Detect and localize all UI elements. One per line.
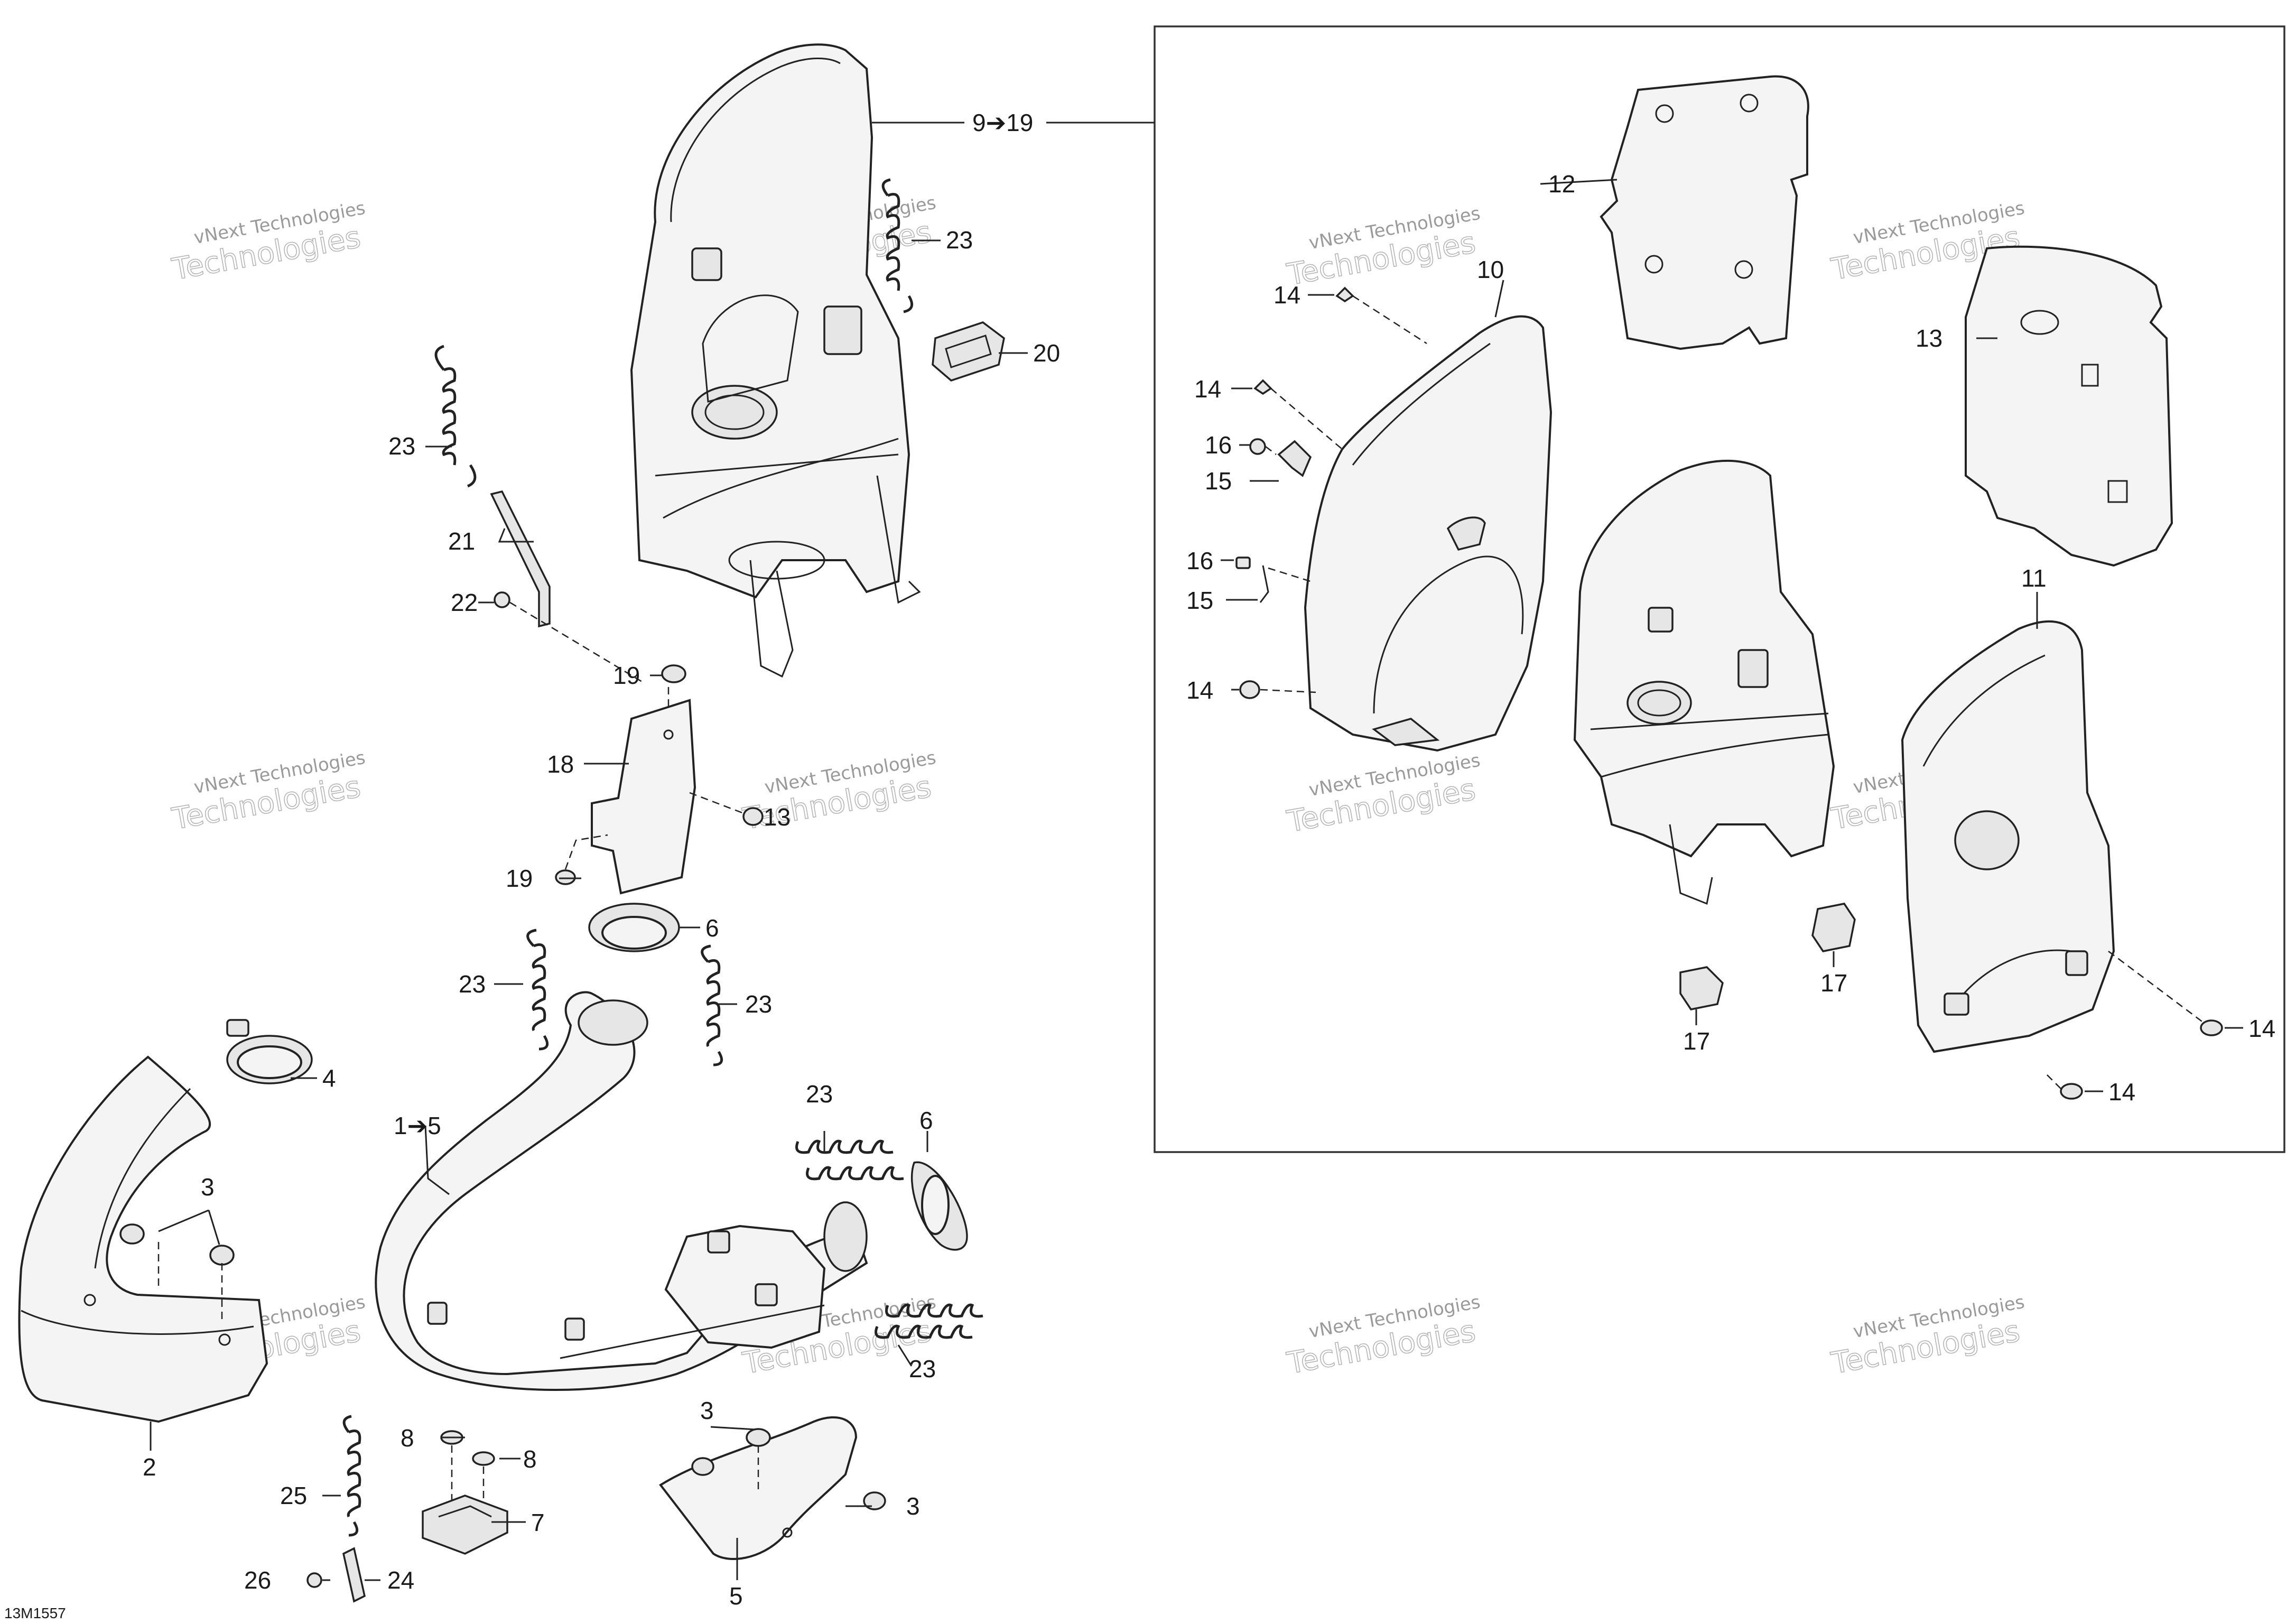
callout-11: 11 — [2021, 564, 2047, 592]
callout-23: 23 — [388, 432, 415, 460]
callout-9-19: 9➔19 — [972, 109, 1033, 136]
callout-17: 17 — [1683, 1027, 1710, 1055]
fastener-part-14-top — [1335, 286, 1354, 303]
callout-10: 10 — [1477, 256, 1504, 283]
spring-part-23-lower-right — [875, 1303, 983, 1339]
callout-14: 14 — [2108, 1078, 2135, 1106]
callout-24: 24 — [387, 1566, 414, 1594]
callout-25: 25 — [280, 1482, 307, 1509]
callout-6: 6 — [705, 914, 719, 942]
callout-23: 23 — [806, 1080, 833, 1108]
callout-14: 14 — [1186, 676, 1213, 704]
callout-12: 12 — [1548, 170, 1575, 198]
fastener-part-14-mid — [1253, 379, 1272, 395]
spring-part-23-mid-right — [701, 944, 723, 1066]
plate-part-7 — [422, 1495, 508, 1555]
callout-5: 5 — [729, 1582, 743, 1610]
callout-23: 23 — [946, 226, 973, 254]
nut-part-16-lower — [1235, 556, 1251, 569]
shield-part-2 — [18, 1055, 268, 1423]
callout-15: 15 — [1186, 587, 1213, 614]
callout-17: 17 — [1820, 969, 1847, 997]
assembly-detail-frame — [1154, 25, 2285, 1153]
callout-16: 16 — [1186, 547, 1213, 574]
seal-ring-part-6-upper — [588, 903, 680, 952]
muffler-assembly-part — [630, 43, 921, 678]
tab-part-24 — [342, 1547, 366, 1603]
callout-3: 3 — [906, 1492, 920, 1520]
callout-22: 22 — [451, 589, 478, 616]
seal-ring-part-6-lower — [910, 1161, 968, 1251]
callout-labels: 9➔19 23 20 23 21 22 19 18 13 19 6 23 23 … — [143, 109, 2275, 1610]
block-part-17-left — [1679, 966, 1724, 1010]
nut-part-26 — [306, 1572, 322, 1588]
rivet-part-3-left — [119, 1223, 235, 1266]
callout-14: 14 — [2248, 1015, 2275, 1042]
leader-lines — [150, 122, 2243, 1581]
grommet-part-19-lower — [555, 869, 576, 885]
callout-19: 19 — [613, 662, 640, 689]
heat-shield-part-18 — [591, 699, 696, 895]
callout-26: 26 — [244, 1566, 271, 1594]
nut-part-16-upper — [1249, 438, 1266, 455]
spring-part-23-upper — [881, 178, 914, 313]
callout-21: 21 — [448, 527, 475, 555]
gasket-part-13 — [1965, 245, 2173, 567]
callout-2: 2 — [143, 1453, 156, 1481]
callout-23: 23 — [459, 970, 486, 998]
spring-part-23-lower-upper — [795, 1139, 904, 1181]
callout-8: 8 — [401, 1424, 414, 1452]
callout-14: 14 — [1194, 375, 1221, 403]
callout-19: 19 — [506, 865, 533, 892]
exhaust-pipe-part-1-5 — [375, 991, 868, 1391]
grommet-part-20 — [932, 321, 1005, 382]
callout-13: 13 — [764, 803, 791, 831]
callout-3: 3 — [201, 1173, 215, 1201]
callout-13: 13 — [1916, 324, 1942, 352]
clip-part-15-upper — [1277, 440, 1312, 477]
housing-part-11 — [1901, 620, 2115, 1053]
callout-15: 15 — [1205, 467, 1232, 495]
callout-4: 4 — [322, 1064, 336, 1092]
callout-1-5: 1➔5 — [394, 1112, 441, 1139]
callout-6: 6 — [919, 1107, 933, 1134]
grommet-part-13 — [742, 807, 764, 826]
clamp-part-4 — [226, 1019, 313, 1084]
washer-part-14-lower — [1239, 680, 1260, 699]
washer-part-14-right-b — [2060, 1083, 2083, 1100]
rivet-part-3-lower — [691, 1428, 886, 1510]
muffler-part-detail — [1573, 459, 1835, 905]
spring-part-25 — [342, 1415, 361, 1537]
callout-23: 23 — [909, 1355, 936, 1382]
callout-20: 20 — [1033, 339, 1060, 367]
callout-8: 8 — [523, 1445, 537, 1473]
callout-23: 23 — [745, 990, 772, 1018]
washer-part-14-right-a — [2200, 1019, 2223, 1036]
spring-part-23-left — [434, 345, 477, 488]
diagram-code: 13M1557 — [4, 1605, 66, 1621]
callout-16: 16 — [1205, 431, 1232, 459]
grommet-part-19-upper — [661, 664, 686, 683]
assembly-dash-lines — [157, 295, 2204, 1501]
callout-7: 7 — [531, 1509, 545, 1536]
block-part-17-right — [1811, 903, 1856, 952]
callout-18: 18 — [547, 750, 574, 778]
screw-part-8 — [440, 1430, 495, 1466]
callout-14: 14 — [1274, 281, 1300, 309]
bracket-part-21 — [490, 490, 551, 628]
bolt-part-22 — [494, 591, 510, 608]
callout-3: 3 — [700, 1397, 714, 1424]
clip-part-15-lower — [1259, 565, 1269, 603]
gasket-part-12 — [1600, 75, 1809, 350]
cover-part-10 — [1304, 315, 1553, 752]
spring-part-23-mid-left — [526, 929, 549, 1051]
